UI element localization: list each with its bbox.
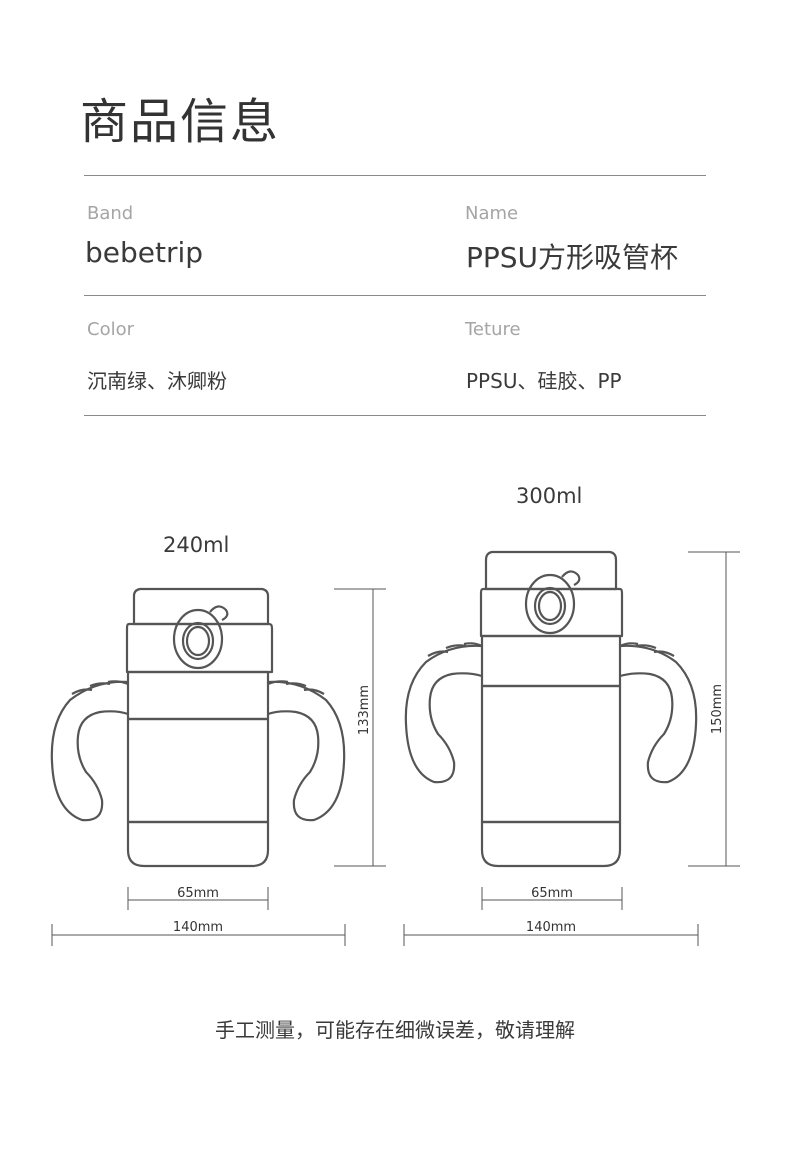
name-value: PPSU方形吸管杯 (466, 241, 679, 274)
large-height-label: 150mm (710, 684, 725, 734)
texture-label: Teture (465, 319, 521, 340)
band-label: Band (87, 203, 134, 224)
small-body-width-label: 65mm (177, 886, 219, 901)
small-cup-capacity: 240ml (163, 533, 230, 557)
small-total-width-label: 140mm (173, 920, 223, 935)
large-cup-illustration (404, 550, 698, 868)
divider (84, 295, 706, 296)
small-cup-illustration (50, 587, 346, 868)
small-height-label: 133mm (357, 685, 372, 735)
large-cup-capacity: 300ml (516, 484, 583, 508)
band-value: bebetrip (85, 236, 204, 269)
name-label: Name (465, 203, 519, 224)
divider (84, 175, 706, 176)
large-body-width-label: 65mm (531, 886, 573, 901)
page-title: 商品信息 (80, 94, 281, 150)
divider (84, 415, 706, 416)
texture-value: PPSU、硅胶、PP (466, 369, 622, 393)
color-label: Color (87, 319, 134, 340)
color-value: 沉南绿、沐卿粉 (87, 369, 227, 393)
large-total-width-label: 140mm (526, 920, 576, 935)
measurement-disclaimer: 手工测量，可能存在细微误差，敬请理解 (215, 1018, 575, 1042)
